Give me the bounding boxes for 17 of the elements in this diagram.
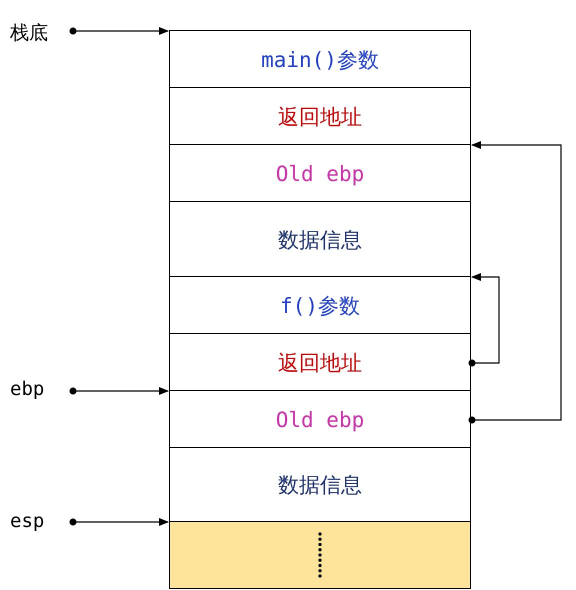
- stack-slot: 数据信息: [169, 447, 471, 523]
- register-label: esp: [10, 510, 44, 532]
- arrow: [468, 141, 562, 424]
- stack-slot: 数据信息: [169, 201, 471, 278]
- stack-slot: 返回地址: [169, 333, 471, 392]
- stack-slot: Old ebp: [169, 144, 471, 203]
- register-label: 栈底: [10, 20, 48, 46]
- arrow: [468, 273, 500, 366]
- arrow: [70, 518, 169, 526]
- stack-slot: f()参数: [169, 276, 471, 335]
- stack-slot: 返回地址: [169, 87, 471, 146]
- arrow: [70, 387, 169, 395]
- arrow: [70, 27, 169, 35]
- register-label: ebp: [10, 378, 44, 400]
- stack-slot: Old ebp: [169, 390, 471, 449]
- stack-slot: main()参数: [169, 30, 471, 89]
- stack-slot: [169, 521, 471, 589]
